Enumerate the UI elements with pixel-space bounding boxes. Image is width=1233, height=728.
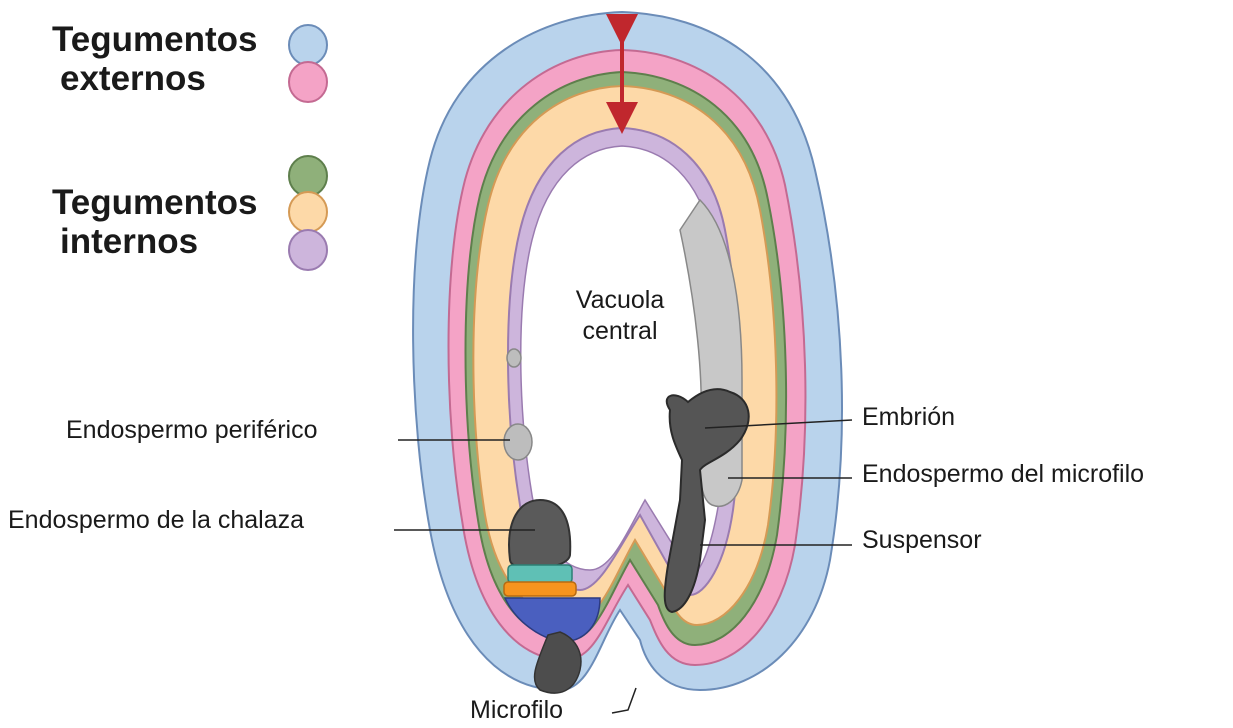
peripheral-endosperm-cell: [504, 424, 532, 460]
chalazal-cells-teal: [508, 565, 572, 583]
central-vacuole-label: Vacuola central: [560, 285, 680, 348]
central-vacuole-label-line1: Vacuola: [560, 285, 680, 316]
label-embryo: Embrión: [862, 405, 955, 430]
label-micropyle: Microfilo: [470, 698, 563, 723]
label-chalazal-endosperm: Endospermo de la chalaza: [8, 508, 304, 533]
legend-title-external-line2: externos: [52, 61, 257, 96]
label-suspensor: Suspensor: [862, 528, 982, 553]
legend-swatch-green: [289, 156, 327, 196]
chalazal-endosperm: [509, 500, 570, 569]
legend-title-internal-line1: Tegumentos: [52, 185, 257, 220]
legend-title-external-line1: Tegumentos: [52, 22, 257, 57]
legend-swatch-orange: [289, 192, 327, 232]
label-micropylar-endosperm: Endospermo del microfilo: [862, 462, 1144, 487]
legend-swatch-pink: [289, 62, 327, 102]
legend-title-internal: Tegumentos internos: [52, 185, 257, 259]
legend-title-external: Tegumentos externos: [52, 22, 257, 96]
leader-line-micropyle: [612, 688, 636, 713]
legend-swatch-blue: [289, 25, 327, 65]
legend-title-internal-line2: internos: [52, 224, 257, 259]
label-peripheral-endosperm: Endospermo periférico: [66, 418, 318, 443]
legend-swatch-purple: [289, 230, 327, 270]
central-vacuole-label-line2: central: [560, 316, 680, 347]
chalazal-cells-orange: [504, 582, 576, 596]
peripheral-endosperm-cell: [507, 349, 521, 367]
